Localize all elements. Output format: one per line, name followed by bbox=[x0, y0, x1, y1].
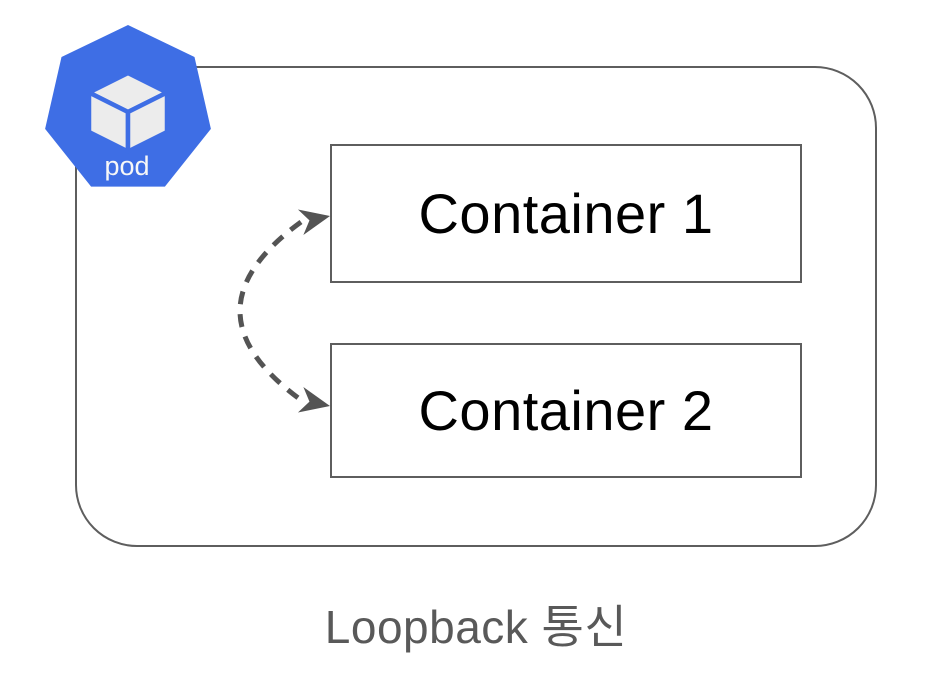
diagram-caption: Loopback 통신 bbox=[324, 601, 628, 653]
container-2-box: Container 2 bbox=[330, 343, 802, 478]
container-1-label: Container 1 bbox=[418, 182, 714, 245]
container-1-box: Container 1 bbox=[330, 144, 802, 283]
container-2-label: Container 2 bbox=[418, 379, 714, 442]
